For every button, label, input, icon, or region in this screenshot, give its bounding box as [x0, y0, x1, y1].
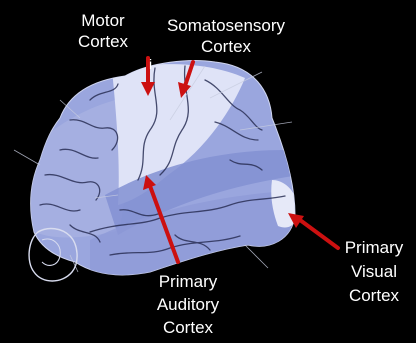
motor-cortex-label: Motor Cortex — [67, 10, 139, 52]
visual-arrow — [288, 213, 338, 248]
somatosensory-cortex-label: Somatosensory Cortex — [156, 15, 296, 57]
primary-auditory-cortex-label: Primary Auditory Cortex — [140, 270, 236, 339]
stray-mark: i — [149, 54, 152, 75]
primary-visual-cortex-label: Primary Visual Cortex — [336, 236, 412, 308]
